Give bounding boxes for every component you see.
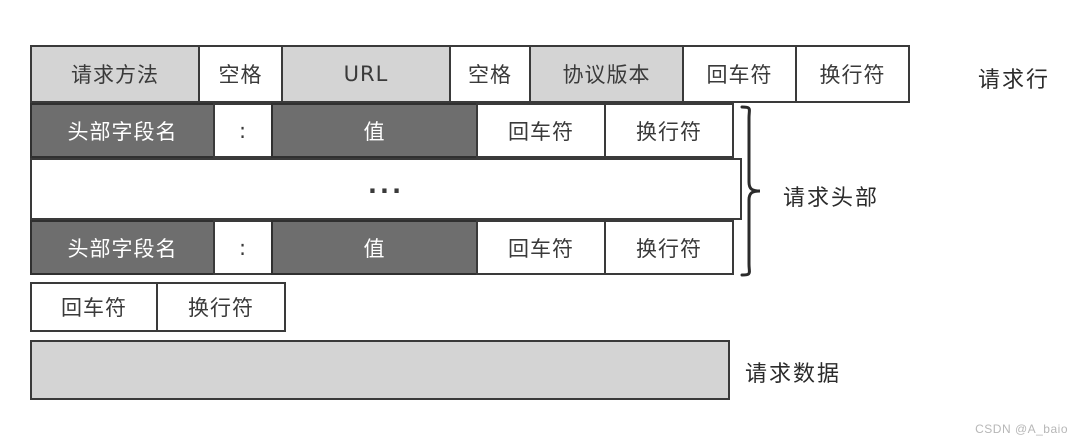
- cell-header-field-value-2: 值: [271, 220, 478, 275]
- label-request-headers: 请求头部: [783, 186, 880, 211]
- cell-cr-request-line: 回车符: [682, 45, 797, 103]
- cell-lf-request-line: 换行符: [795, 45, 910, 103]
- request-headers-brace: [740, 105, 761, 277]
- request-body-row: [30, 340, 730, 400]
- label-request-data: 请求数据: [745, 362, 842, 387]
- header-field-row-1: 头部字段名 : 值 回车符 换行符: [30, 103, 734, 158]
- cell-colon-2: :: [213, 220, 273, 275]
- header-ellipsis-row: ...: [30, 158, 742, 220]
- cell-protocol-version: 协议版本: [529, 45, 684, 103]
- cell-request-body: [30, 340, 730, 400]
- cell-request-method: 请求方法: [30, 45, 200, 103]
- csdn-watermark: CSDN @A_baio: [975, 422, 1068, 436]
- header-field-row-2: 头部字段名 : 值 回车符 换行符: [30, 220, 734, 275]
- label-request-line: 请求行: [978, 68, 1051, 93]
- cell-header-field-value-1: 值: [271, 103, 478, 158]
- cell-cr-header-2: 回车符: [476, 220, 606, 275]
- cell-url: URL: [281, 45, 451, 103]
- cell-space-1: 空格: [198, 45, 283, 103]
- cell-header-ellipsis: ...: [30, 158, 742, 220]
- cell-header-field-name-2: 头部字段名: [30, 220, 215, 275]
- cell-lf-header-1: 换行符: [604, 103, 734, 158]
- cell-lf-blank-line: 换行符: [156, 282, 286, 332]
- cell-space-2: 空格: [449, 45, 531, 103]
- cell-cr-header-1: 回车符: [476, 103, 606, 158]
- cell-header-field-name-1: 头部字段名: [30, 103, 215, 158]
- cell-colon-1: :: [213, 103, 273, 158]
- blank-line-crlf-row: 回车符 换行符: [30, 282, 286, 332]
- cell-cr-blank-line: 回车符: [30, 282, 158, 332]
- cell-lf-header-2: 换行符: [604, 220, 734, 275]
- request-line-row: 请求方法 空格 URL 空格 协议版本 回车符 换行符: [30, 45, 910, 103]
